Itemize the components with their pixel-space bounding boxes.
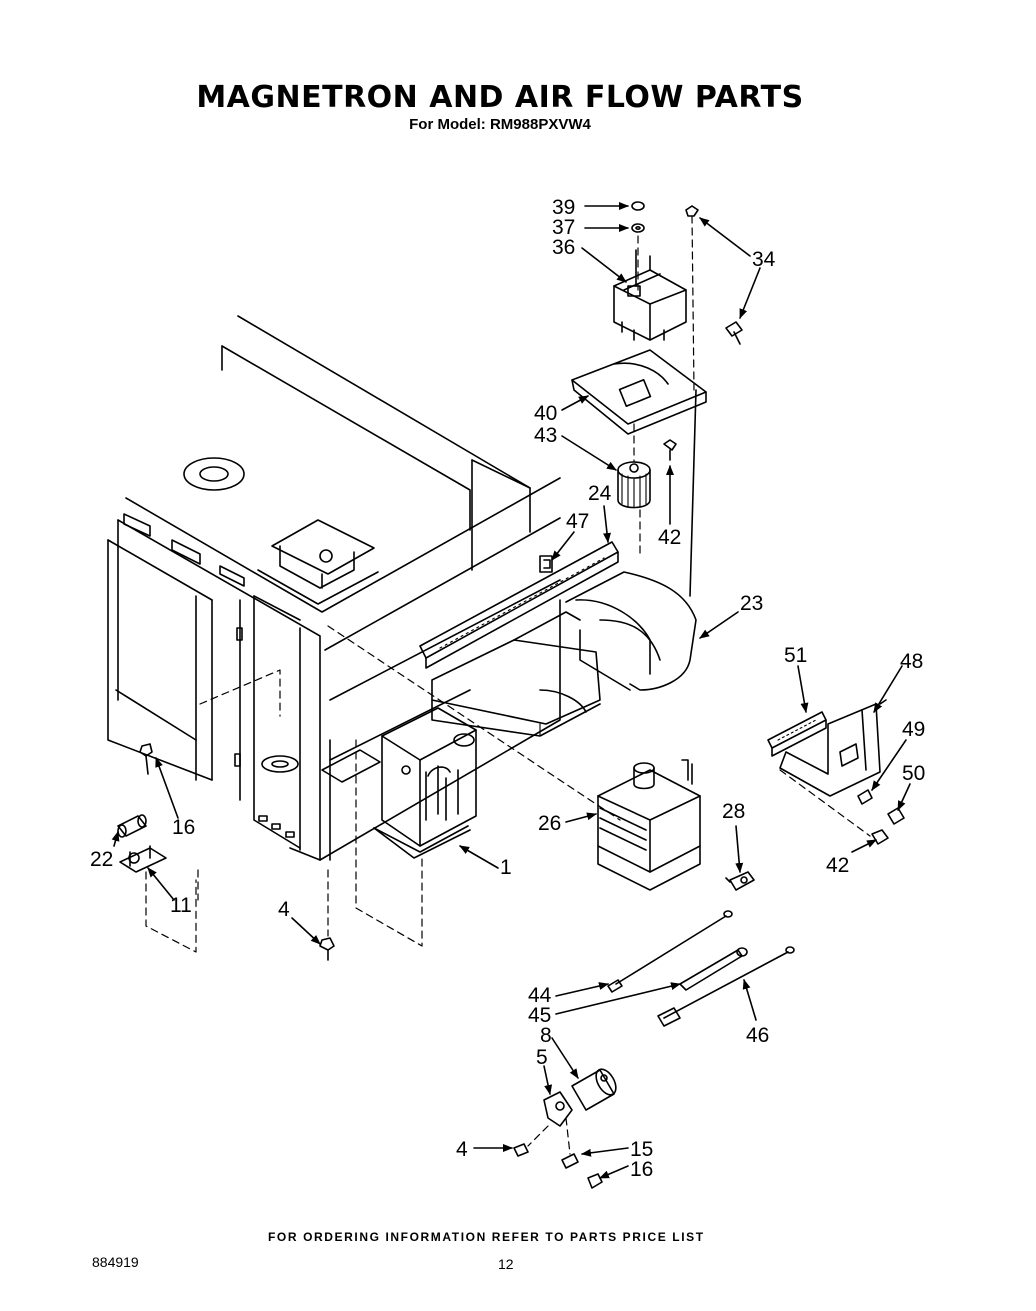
resistor-15 bbox=[561, 1153, 579, 1169]
air-duct-assembly bbox=[431, 389, 697, 737]
washer-37 bbox=[631, 223, 645, 233]
fuse-holder-11 bbox=[119, 845, 167, 873]
callout-42-top: 42 bbox=[658, 526, 681, 549]
callout-11: 11 bbox=[170, 894, 192, 917]
callout-47: 47 bbox=[566, 510, 589, 533]
screw-16b bbox=[587, 1173, 603, 1189]
screw-4b bbox=[513, 1143, 529, 1157]
callout-26: 26 bbox=[538, 812, 561, 835]
callout-50: 50 bbox=[902, 762, 925, 785]
wire-45 bbox=[679, 947, 748, 991]
transformer-1 bbox=[373, 707, 477, 859]
screw-42b bbox=[871, 829, 889, 845]
magnetron-26 bbox=[597, 759, 701, 891]
callout-24: 24 bbox=[588, 482, 612, 505]
clip-ring-39 bbox=[631, 201, 645, 211]
callout-22: 22 bbox=[90, 848, 113, 871]
callout-39: 39 bbox=[552, 196, 575, 219]
callout-44: 44 bbox=[528, 984, 552, 1007]
clip-47 bbox=[539, 555, 553, 573]
callout-36: 36 bbox=[552, 236, 575, 259]
fuse-22 bbox=[117, 814, 147, 838]
callout-51: 51 bbox=[784, 644, 807, 667]
fan-motor-36 bbox=[613, 249, 687, 341]
callout-48: 48 bbox=[900, 650, 923, 673]
capacitor-bracket-5 bbox=[543, 1091, 573, 1127]
bracket-40 bbox=[571, 349, 707, 435]
callout-42-right: 42 bbox=[826, 854, 849, 877]
callout-34: 34 bbox=[752, 248, 776, 271]
screw-34b bbox=[725, 321, 743, 345]
callout-1: 1 bbox=[500, 856, 512, 879]
callout-15: 15 bbox=[630, 1138, 653, 1161]
callout-16-left: 16 bbox=[172, 816, 195, 839]
model-subtitle: For Model: RM988PXVW4 bbox=[409, 116, 591, 133]
callout-23: 23 bbox=[740, 592, 763, 615]
callout-5: 5 bbox=[536, 1046, 548, 1069]
leader-lines bbox=[111, 202, 911, 1179]
page-title: MAGNETRON AND AIR FLOW PARTS bbox=[196, 80, 804, 115]
callout-43: 43 bbox=[534, 424, 557, 447]
screw-16a bbox=[139, 743, 153, 775]
callout-8: 8 bbox=[540, 1024, 552, 1047]
channel-51 bbox=[767, 711, 827, 757]
capacitor-8 bbox=[571, 1068, 617, 1111]
callout-40: 40 bbox=[534, 402, 557, 425]
thermal-cutout-28 bbox=[725, 871, 755, 891]
rail-strip-24 bbox=[419, 541, 619, 669]
callout-28: 28 bbox=[722, 800, 745, 823]
wire-46 bbox=[657, 946, 795, 1027]
oven-cabinet bbox=[107, 315, 621, 953]
document-number: 884919 bbox=[92, 1254, 139, 1270]
callout-labels: 39 37 36 34 40 43 42 24 47 23 51 48 49 5… bbox=[90, 196, 925, 1181]
callout-16-bottom: 16 bbox=[630, 1158, 653, 1181]
callout-4-left: 4 bbox=[278, 898, 290, 921]
screw-34a bbox=[685, 205, 699, 217]
callout-46: 46 bbox=[746, 1024, 769, 1047]
screw-4a bbox=[319, 937, 335, 961]
callout-37: 37 bbox=[552, 216, 575, 239]
screw-50 bbox=[887, 807, 905, 825]
screw-42a bbox=[663, 439, 677, 461]
bracket-48 bbox=[779, 699, 887, 797]
page-number: 12 bbox=[498, 1256, 514, 1272]
callout-4-bottom: 4 bbox=[456, 1138, 468, 1161]
callout-45: 45 bbox=[528, 1004, 551, 1027]
blower-wheel-43 bbox=[617, 461, 651, 509]
ordering-note: FOR ORDERING INFORMATION REFER TO PARTS … bbox=[268, 1230, 705, 1244]
callout-49: 49 bbox=[902, 718, 925, 741]
wire-44 bbox=[607, 910, 733, 993]
screw-49 bbox=[857, 789, 873, 805]
